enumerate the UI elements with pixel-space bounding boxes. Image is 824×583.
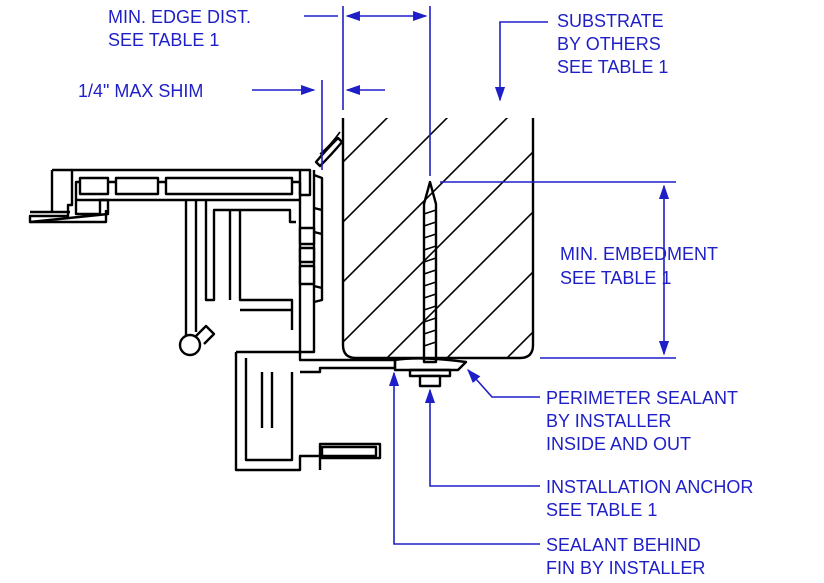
label-edge-dist-line1: MIN. EDGE DIST. — [108, 7, 251, 27]
gasket-bulb — [178, 333, 202, 357]
label-substrate-line1: SUBSTRATE — [557, 11, 664, 31]
label-substrate-line2: BY OTHERS — [557, 34, 661, 54]
installation-anchor — [408, 180, 452, 388]
label-perimeter-sealant-line3: INSIDE AND OUT — [546, 434, 691, 454]
label-perimeter-sealant-line2: BY INSTALLER — [546, 411, 671, 431]
label-anchor-line2: SEE TABLE 1 — [546, 500, 657, 520]
label-fin-sealant-line2: FIN BY INSTALLER — [546, 558, 705, 578]
label-edge-dist-line2: SEE TABLE 1 — [108, 30, 219, 50]
label-max-shim: 1/4" MAX SHIM — [78, 81, 203, 101]
label-embedment-line2: SEE TABLE 1 — [560, 268, 671, 288]
shim — [314, 136, 344, 168]
anchor-head — [418, 374, 442, 388]
label-fin-sealant-line1: SEALANT BEHIND — [546, 535, 701, 555]
substrate-outline — [341, 118, 535, 360]
label-perimeter-sealant-line1: PERIMETER SEALANT — [546, 388, 738, 408]
perimeter-sealant-bead — [393, 357, 468, 372]
annotation-labels: MIN. EDGE DIST. SEE TABLE 1 1/4" MAX SHI… — [78, 7, 753, 578]
annotation-lines — [252, 6, 676, 545]
label-substrate-line3: SEE TABLE 1 — [557, 57, 668, 77]
window-frame-extrusion — [28, 131, 397, 472]
label-embedment-line1: MIN. EMBEDMENT — [560, 244, 718, 264]
label-anchor-line1: INSTALLATION ANCHOR — [546, 477, 753, 497]
